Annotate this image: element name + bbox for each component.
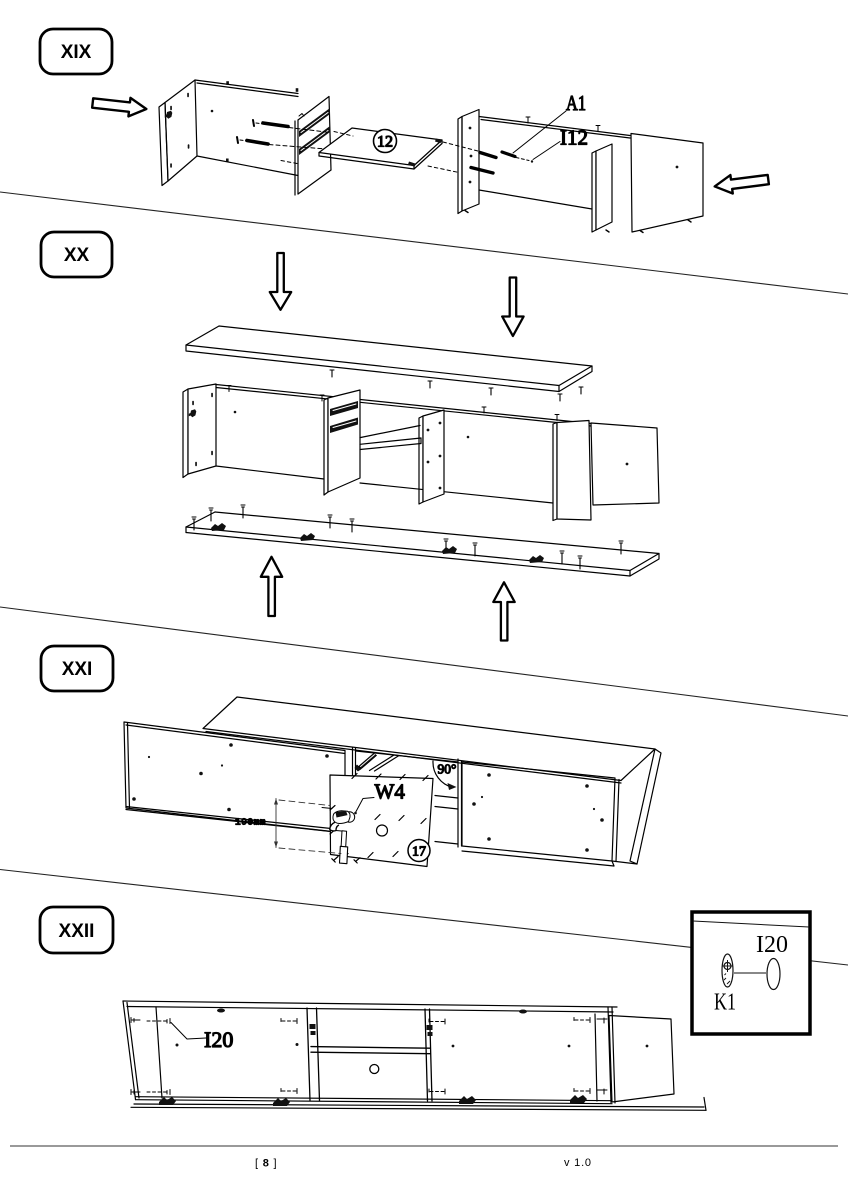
svg-text:I12: I12 (560, 126, 588, 150)
svg-text:K1: K1 (714, 990, 736, 1016)
svg-text:XX: XX (64, 245, 90, 266)
svg-text:17: 17 (412, 845, 426, 860)
svg-text:I20: I20 (204, 1027, 233, 1052)
svg-text:A1: A1 (566, 91, 586, 115)
svg-text:I20: I20 (756, 932, 788, 958)
svg-text:90°: 90° (438, 762, 457, 777)
svg-text:12: 12 (377, 134, 393, 151)
svg-text:[ 8 ]: [ 8 ] (255, 1158, 277, 1170)
svg-text:190mm: 190mm (235, 817, 266, 828)
svg-text:XXI: XXI (62, 659, 93, 680)
svg-text:XIX: XIX (61, 42, 92, 63)
svg-text:W4: W4 (375, 780, 406, 804)
svg-text:XXII: XXII (59, 921, 95, 942)
svg-text:v 1.0: v 1.0 (564, 1157, 592, 1169)
